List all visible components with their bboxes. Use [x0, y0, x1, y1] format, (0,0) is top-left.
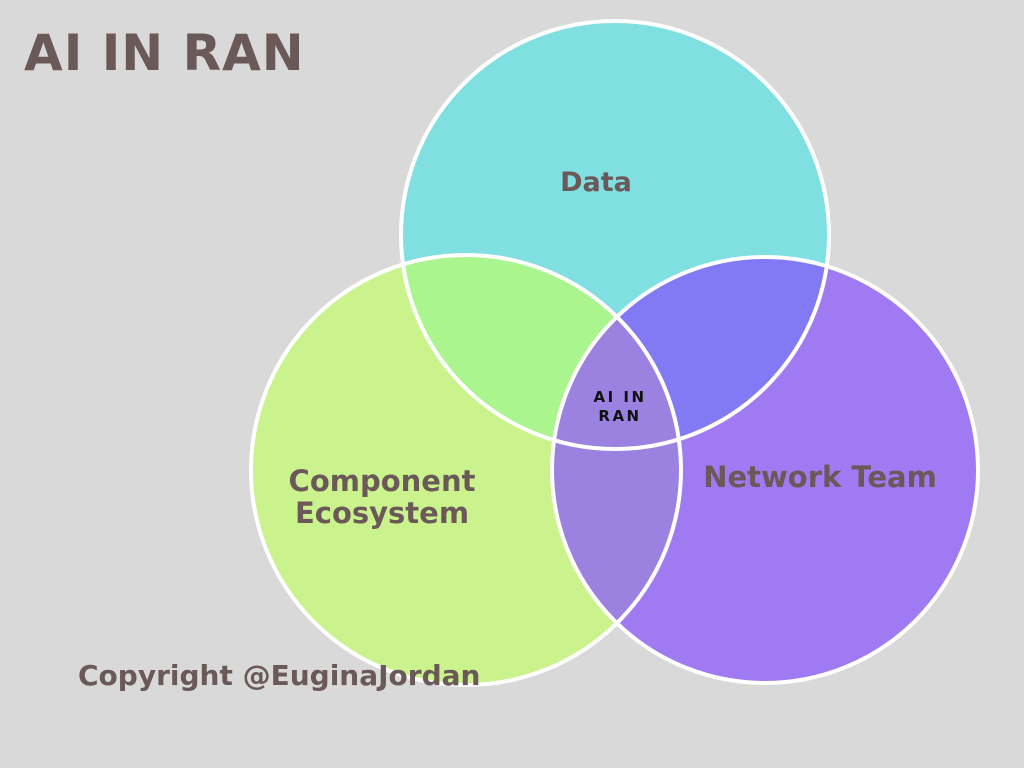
data-network-overlap	[552, 257, 829, 449]
component-circle-outline	[249, 253, 683, 687]
network-circle-outline	[550, 255, 980, 685]
component-label-line-2: Ecosystem	[295, 496, 469, 530]
data-component-overlap	[401, 255, 681, 449]
center-label-line-1: AI IN	[593, 388, 646, 406]
data-circle-outline	[399, 19, 831, 451]
component-label-line-1: Component	[289, 464, 476, 498]
page-title: AI IN RAN	[24, 24, 305, 82]
copyright-text: Copyright @EuginaJordan	[78, 659, 481, 692]
center-label-line-2: RAN	[598, 407, 641, 425]
data-label: Data	[560, 167, 632, 198]
network-team-label: Network Team	[703, 460, 937, 494]
